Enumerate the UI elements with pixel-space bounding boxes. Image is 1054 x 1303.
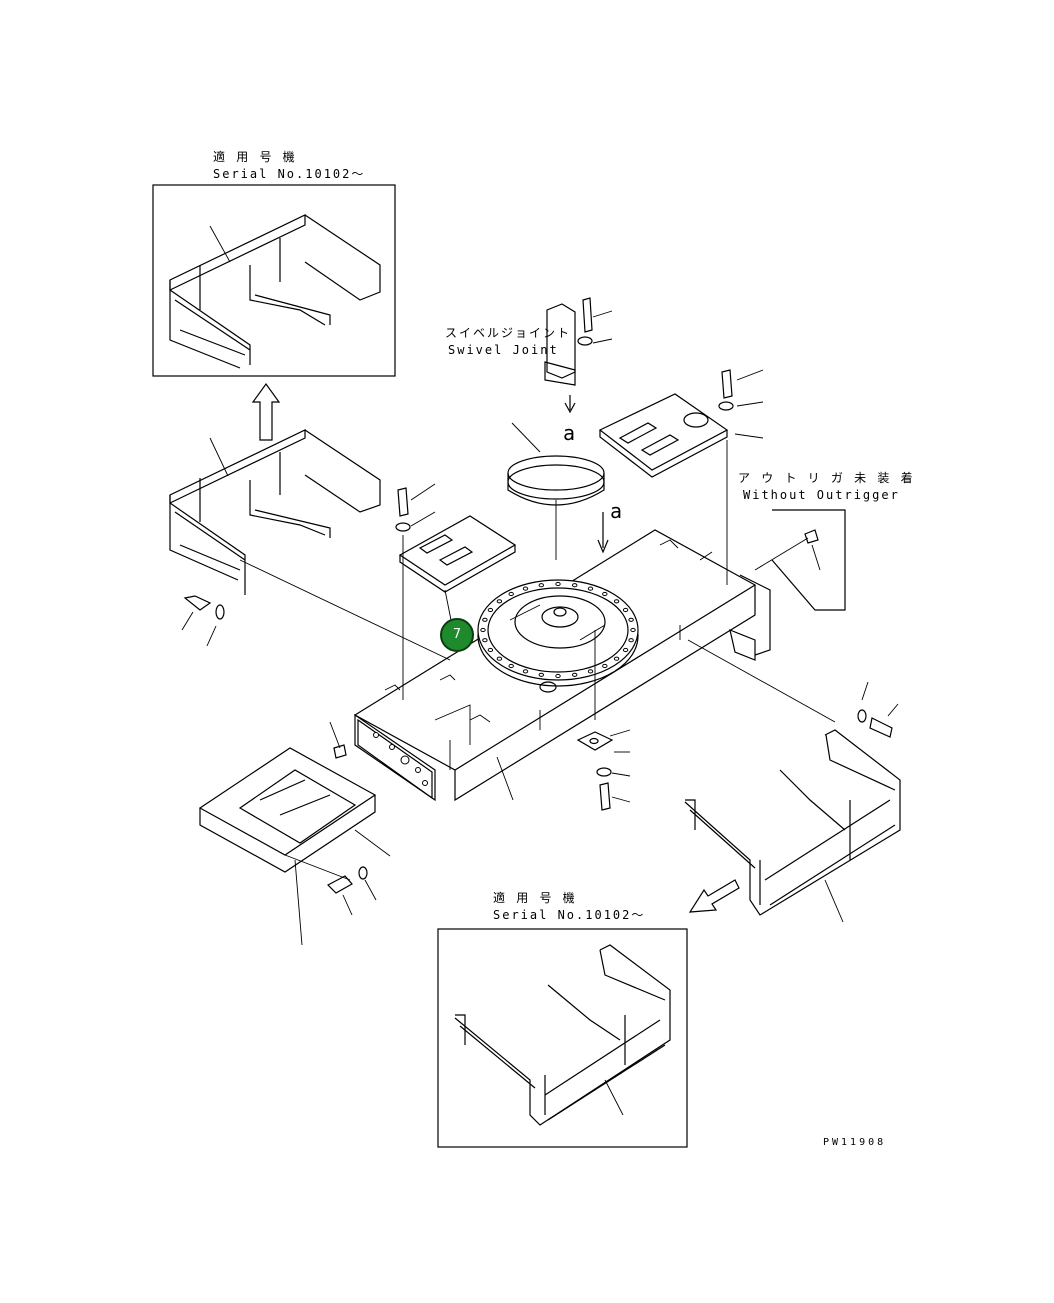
inset-bottom-applicable-label: 適 用 号 機: [493, 891, 577, 905]
reference-a-upper: a: [563, 421, 576, 445]
bolt-hole: [628, 617, 634, 622]
bolt-hole: [482, 638, 488, 643]
up-arrow-icon: [251, 382, 281, 441]
turntable: [477, 579, 639, 693]
swivel-ring: [507, 422, 605, 560]
inset-top-applicable-label: 適 用 号 機: [213, 150, 297, 164]
right-cover-plate: [598, 369, 764, 585]
bolt-hole: [522, 586, 529, 591]
outrigger-jp-label: ア ウ ト リ ガ 未 装 着: [738, 471, 915, 485]
left-cover-plate: [395, 483, 517, 700]
outrigger-en-label: Without Outrigger: [743, 488, 900, 502]
bolt-hole: [496, 599, 503, 604]
bolt-hole: [602, 663, 608, 669]
inset-top-left: [152, 184, 396, 377]
swivel-joint-en-label: Swivel Joint: [448, 343, 559, 357]
main-frame: [353, 529, 771, 802]
bolt-hole: [480, 627, 486, 633]
bolt-hole: [487, 647, 494, 653]
bolt-hole: [613, 599, 620, 604]
inset-bottom: [437, 928, 688, 1148]
bolt-hole: [508, 663, 514, 669]
bolt-hole: [628, 638, 634, 643]
swivel-joint: [544, 297, 613, 414]
front-step: [198, 747, 391, 946]
drawing-code: PW11908: [823, 1137, 887, 1148]
bolt-hole: [482, 617, 488, 622]
bolt-hole: [572, 672, 578, 677]
inset-bottom-serial-label: Serial No.10102～: [493, 908, 646, 922]
bolt-hole: [630, 627, 636, 633]
left-bolt: [181, 595, 225, 647]
bolt-hole: [587, 669, 594, 674]
bolt-hole: [622, 607, 629, 613]
down-arrow-icon: [597, 512, 609, 554]
part-callout-7[interactable]: 7: [440, 618, 474, 652]
reference-a-lower: a: [610, 499, 623, 523]
turntable-bolt-holes: [480, 581, 636, 679]
bolt-hole: [613, 656, 620, 661]
outrigger-detail: [754, 509, 846, 611]
bolt-hole: [522, 669, 529, 674]
bolt-hole: [487, 607, 494, 613]
bolt-hole: [538, 672, 544, 677]
bolt-hole: [538, 583, 544, 588]
down-left-arrow-icon: [688, 879, 740, 913]
bolt-hole: [496, 656, 503, 661]
bolt-hole: [602, 591, 608, 597]
bolt-hole: [555, 581, 561, 587]
inset-top-serial-label: Serial No.10102～: [213, 167, 366, 181]
bolt-hole: [587, 586, 594, 591]
bolt-hole: [572, 583, 578, 588]
bolt-hole: [555, 673, 561, 679]
swivel-bottom-cover: [576, 630, 631, 811]
left-guard: [169, 429, 451, 661]
right-guard: [684, 639, 901, 923]
bolt-hole: [508, 591, 514, 597]
swivel-joint-jp-label: スイベルジョイント: [445, 326, 572, 340]
bolt-hole: [622, 647, 629, 653]
bottom-left-bolts: [327, 721, 377, 916]
